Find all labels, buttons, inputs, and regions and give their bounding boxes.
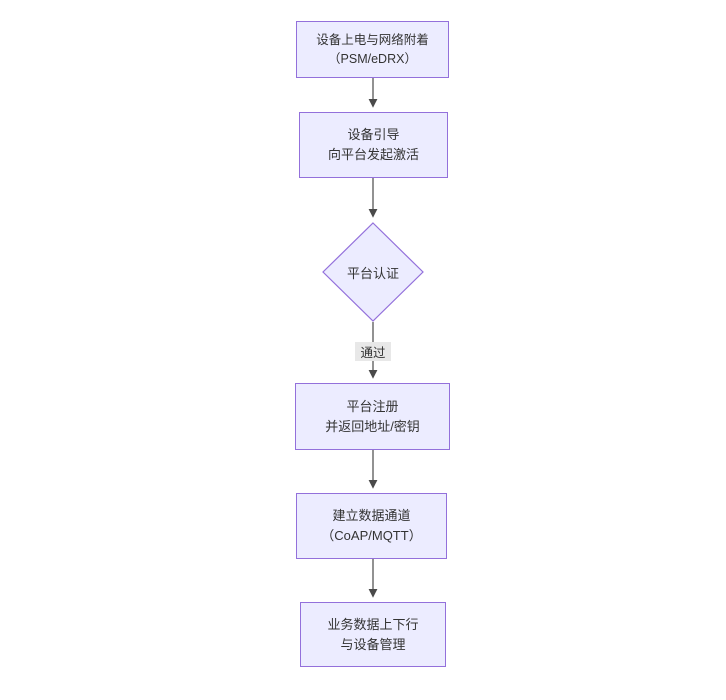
diamond-shape xyxy=(322,222,424,322)
flow-node-register: 平台注册 并返回地址/密钥 xyxy=(295,383,450,450)
node-label-line: 向平台发起激活 xyxy=(327,147,419,162)
flow-node-bootstrap: 设备引导 向平台发起激活 xyxy=(299,112,448,178)
decision-node-platform-auth: 平台认证 xyxy=(322,222,424,322)
node-label-line: 并返回地址/密钥 xyxy=(325,418,420,434)
node-label-line: 平台认证 xyxy=(346,265,399,281)
flow-node-power-attach: 设备上电与网络附着 （PSM/eDRX） xyxy=(296,21,449,78)
diamond-polygon xyxy=(322,222,424,322)
flow-node-data-channel: 建立数据通道 （CoAP/MQTT） xyxy=(296,493,447,559)
node-label-line: 设备引导 xyxy=(347,127,400,142)
edge-label-pass: 通过 xyxy=(355,342,391,361)
node-label-line: （PSM/eDRX） xyxy=(328,51,417,66)
node-label-line: 设备上电与网络附着 xyxy=(316,32,429,47)
node-label-line: 与设备管理 xyxy=(340,636,406,652)
node-label-line: 业务数据上下行 xyxy=(327,616,419,632)
node-label-line: 建立数据通道 xyxy=(332,508,411,523)
node-label-line: （CoAP/MQTT） xyxy=(321,528,422,543)
flow-node-business: 业务数据上下行 与设备管理 xyxy=(300,602,446,667)
node-label-line: 平台注册 xyxy=(346,398,399,414)
